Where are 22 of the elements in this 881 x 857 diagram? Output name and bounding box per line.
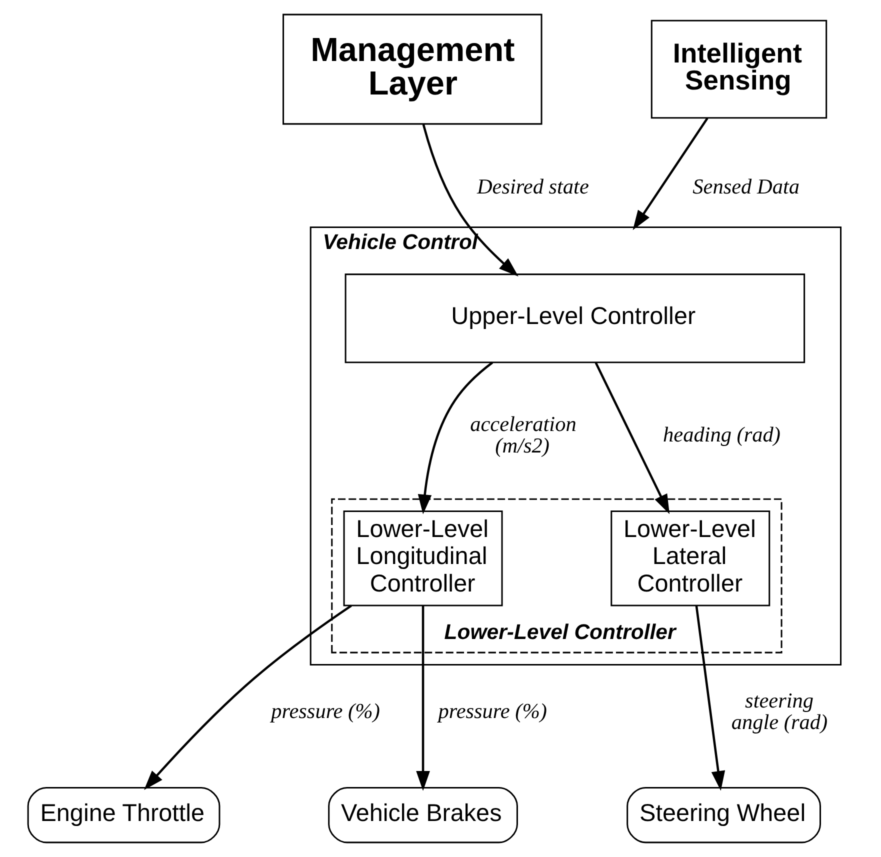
edge-label: steering angle (rad) <box>731 688 828 734</box>
arrow <box>594 362 670 514</box>
node-box: Lower-Level Lateral Controller <box>610 510 770 606</box>
edge-label: Sensed Data <box>692 174 800 198</box>
node-box: Intelligent Sensing <box>650 20 828 119</box>
arrow <box>632 118 708 230</box>
edge-label: heading (rad) <box>663 422 780 447</box>
node-box: Lower-Level Longitudinal Controller <box>343 510 503 606</box>
edge-label: pressure (%) <box>438 699 548 724</box>
node-box: Engine Throttle <box>27 787 220 844</box>
node-box: Vehicle Brakes <box>328 787 518 844</box>
arrow <box>418 362 494 514</box>
arrow <box>422 124 518 276</box>
arrow <box>695 606 726 791</box>
arrow <box>416 606 430 791</box>
edge-label: Desired state <box>476 174 589 198</box>
edge-label: acceleration (m/s2) <box>470 412 576 458</box>
node-box: Management Layer <box>282 14 542 125</box>
node-box: Upper-Level Controller <box>344 274 806 364</box>
node-box: Steering Wheel <box>626 787 822 844</box>
edge-label: pressure (%) <box>271 699 380 724</box>
arrow <box>144 604 352 790</box>
